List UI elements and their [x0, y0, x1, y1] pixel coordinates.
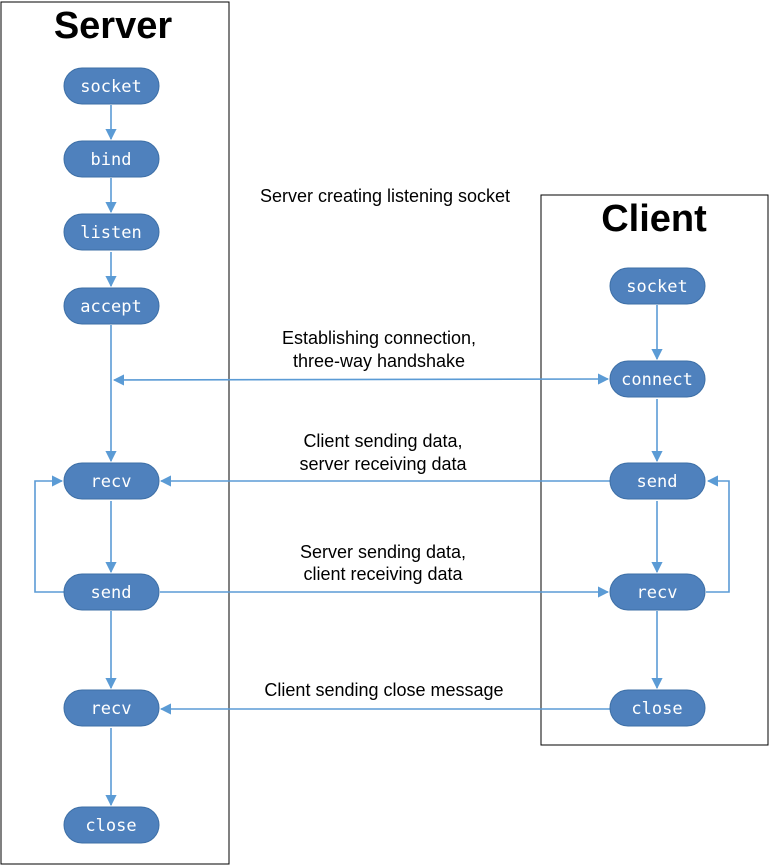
node-server-bind: bind — [63, 140, 160, 178]
msg-client-send-line2: server receiving data — [299, 454, 467, 474]
edge-server-loop — [34, 475, 64, 593]
node-client-recv: recv — [609, 573, 706, 611]
node-label: bind — [91, 150, 132, 170]
msg-handshake-line1: Establishing connection, — [282, 328, 476, 348]
node-client-socket: socket — [609, 267, 706, 305]
msg-server-send-line2: client receiving data — [303, 564, 463, 584]
msg-close: Client sending close message — [264, 680, 503, 700]
node-label: recv — [91, 699, 132, 719]
node-label: close — [85, 816, 136, 836]
node-server-socket: socket — [63, 67, 160, 105]
node-client-connect: connect — [609, 360, 706, 398]
node-label: listen — [80, 223, 141, 243]
node-client-send: send — [609, 462, 706, 500]
node-client-close: close — [609, 689, 706, 727]
node-label: socket — [80, 77, 141, 97]
msg-server-send-line1: Server sending data, — [300, 542, 466, 562]
node-label: socket — [626, 277, 687, 297]
node-label: recv — [637, 583, 678, 603]
msg-client-send-line1: Client sending data, — [303, 431, 462, 451]
client-title: Client — [601, 198, 707, 240]
node-server-listen: listen — [63, 213, 160, 251]
node-server-accept: accept — [63, 287, 160, 325]
server-lane — [0, 1, 230, 865]
node-server-recv-close: recv — [63, 689, 160, 727]
node-label: send — [91, 583, 132, 603]
edge-client-loop — [706, 475, 730, 593]
msg-handshake-line2: three-way handshake — [293, 351, 465, 371]
node-server-send: send — [63, 573, 160, 611]
node-label: accept — [80, 297, 141, 317]
edge-handshake — [112, 373, 610, 386]
node-label: send — [637, 472, 678, 492]
client-lane — [540, 194, 769, 746]
node-server-close: close — [63, 806, 160, 844]
node-label: close — [631, 699, 682, 719]
node-server-recv: recv — [63, 462, 160, 500]
node-label: recv — [91, 472, 132, 492]
server-title: Server — [54, 5, 173, 47]
node-label: connect — [621, 370, 693, 390]
msg-listening: Server creating listening socket — [260, 186, 510, 206]
